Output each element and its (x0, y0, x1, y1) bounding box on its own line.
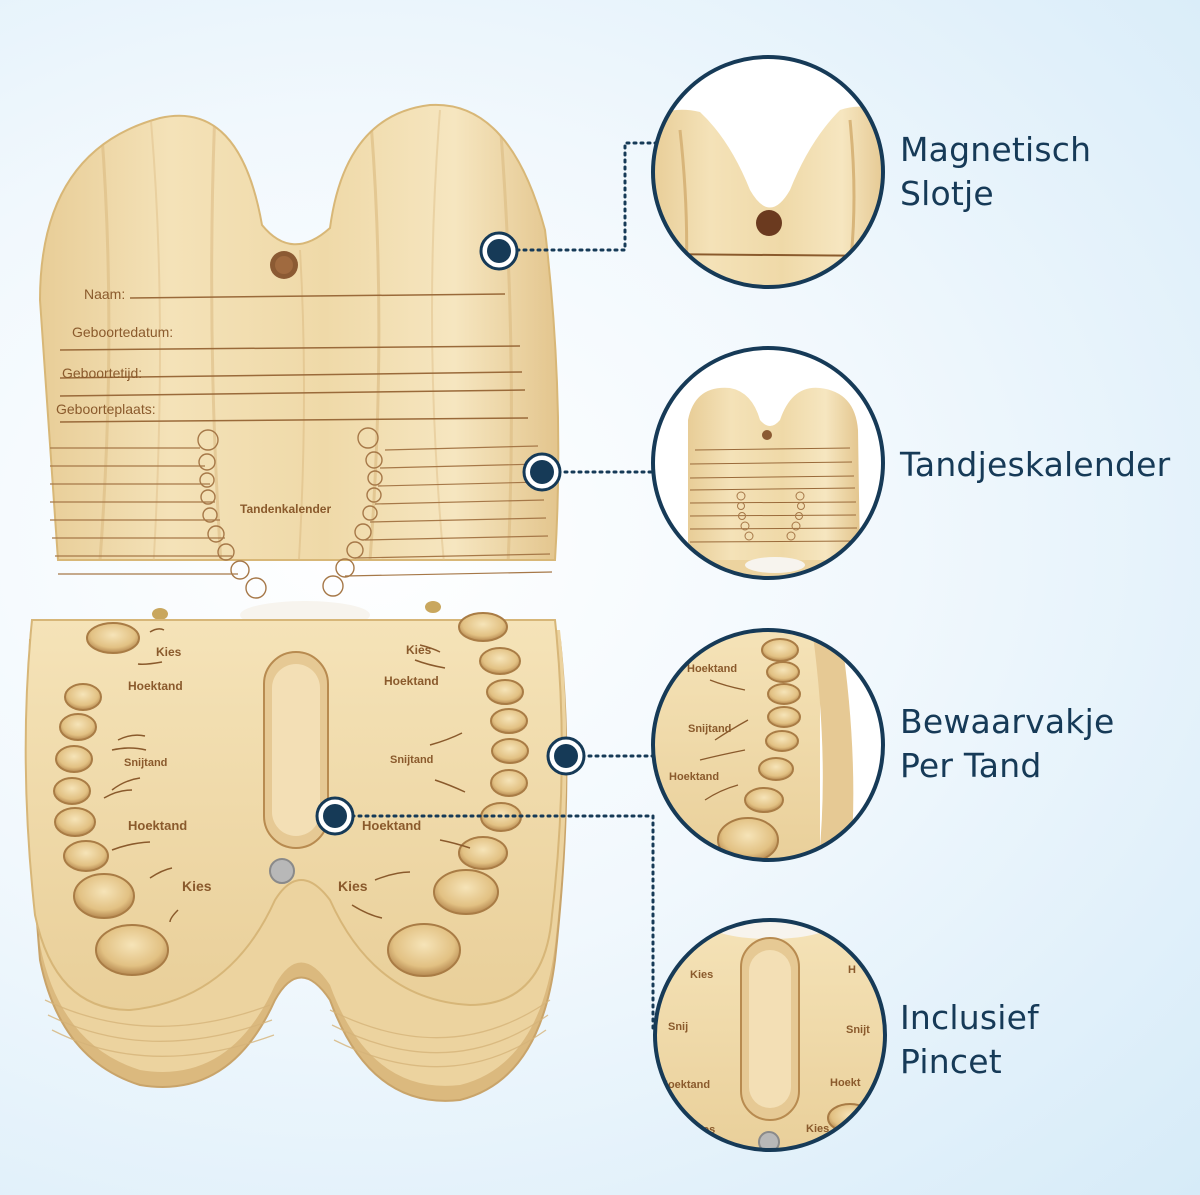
zoom-tooth-calendar (651, 346, 885, 580)
callout-marker-icon[interactable] (522, 452, 562, 492)
svg-text:Kies: Kies (806, 1123, 829, 1135)
calendar-label: Tandenkalender (240, 502, 331, 516)
lid-field-birthtime: Geboortetijd: (62, 365, 142, 381)
svg-text:Hoektand: Hoektand (687, 663, 737, 675)
label-kies-right-top: Kies (406, 643, 432, 657)
callout-line: Per Tand (900, 746, 1042, 785)
svg-text:Snijtand: Snijtand (688, 723, 731, 735)
callout-line: Slotje (900, 174, 994, 213)
callout-line: Tandjeskalender (900, 445, 1171, 484)
zoom-magnetic-lock (651, 55, 885, 289)
label-snijtand-right: Snijtand (390, 754, 433, 766)
zoom-compartments: Hoektand Snijtand Hoektand (651, 628, 885, 862)
lid-field-birthdate: Geboortedatum: (72, 324, 173, 340)
svg-text:Hoektand: Hoektand (669, 771, 719, 783)
callout-tweezers: Inclusief Pincet (900, 996, 1039, 1084)
label-snijtand-left: Snijtand (124, 757, 167, 769)
svg-text:H: H (848, 964, 856, 976)
hinge-icon (152, 608, 168, 620)
callout-marker-icon[interactable] (479, 231, 519, 271)
svg-text:Snijt: Snijt (846, 1024, 870, 1036)
hinge-icon (425, 601, 441, 613)
callout-magnetic-lock: Magnetisch Slotje (900, 128, 1091, 216)
label-hoektand-left-top: Hoektand (128, 679, 183, 693)
label-kies-left-bottom: Kies (182, 878, 212, 894)
svg-text:Snij: Snij (668, 1021, 688, 1033)
label-hoektand-left-bottom: Hoektand (128, 818, 187, 833)
callout-marker-icon[interactable] (315, 796, 355, 836)
label-kies-right-bottom: Kies (338, 878, 368, 894)
lid-field-name: Naam: (84, 286, 125, 302)
svg-text:Hoekt: Hoekt (830, 1077, 861, 1089)
label-hoektand-right-top: Hoektand (384, 674, 439, 688)
svg-text:Kies: Kies (690, 969, 713, 981)
callout-line: Pincet (900, 1042, 1002, 1081)
box-lid: Naam: Geboortedatum: Geboortetijd: Geboo… (38, 103, 560, 599)
callout-line: Bewaarvakje (900, 702, 1115, 741)
callout-tooth-calendar: Tandjeskalender (900, 443, 1170, 487)
callout-line: Inclusief (900, 998, 1039, 1037)
box-base: Kies Hoektand Snijtand Hoektand Kies Kie… (24, 612, 568, 1102)
label-kies-left-top: Kies (156, 645, 182, 659)
zoom-tweezers: Kies H Snij Snijt Hoektand Hoekt Kies Ki… (653, 918, 887, 1152)
callout-compartments: Bewaarvakje Per Tand (900, 700, 1114, 788)
label-hoektand-right-bottom: Hoektand (362, 818, 421, 833)
lid-field-birthplace: Geboorteplaats: (56, 401, 156, 417)
svg-text:Hoektand: Hoektand (660, 1079, 710, 1091)
callout-line: Magnetisch (900, 130, 1092, 169)
callout-marker-icon[interactable] (546, 736, 586, 776)
magnet-icon (269, 858, 295, 884)
